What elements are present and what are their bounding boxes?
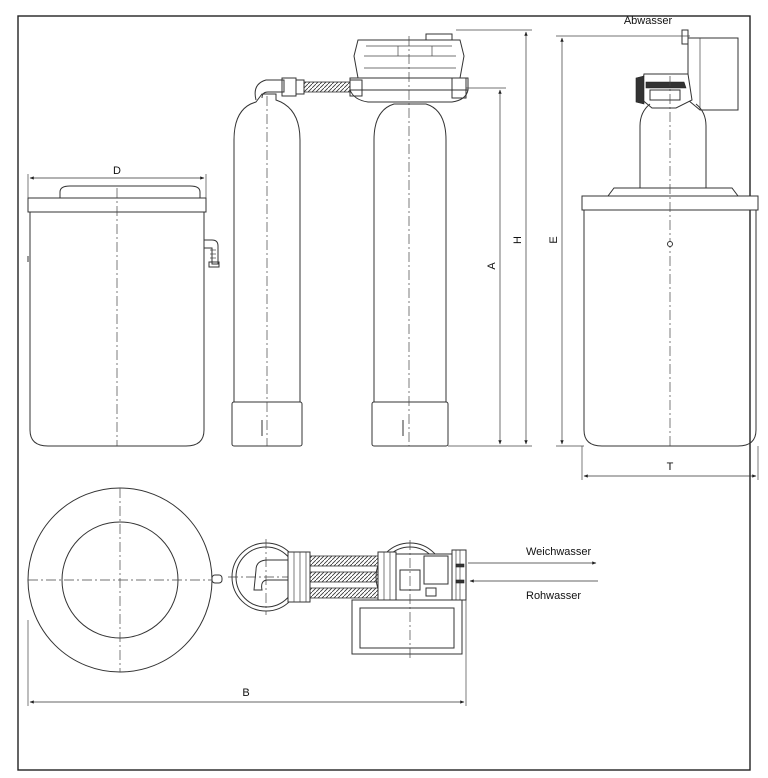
left-resin-vessel [231, 77, 305, 447]
connecting-hose [303, 81, 351, 93]
label-rohwasser: Rohwasser [526, 590, 581, 602]
height-dimensions: A H [448, 29, 532, 447]
plan-view-vessels [228, 539, 467, 660]
dimension-t-label: T [667, 461, 674, 473]
plan-view-brine-tank [27, 487, 223, 673]
flow-arrows [468, 561, 598, 583]
label-weichwasser: Weichwasser [526, 546, 592, 558]
label-abwasser: Abwasser [624, 15, 673, 27]
dimension-a-label: A [486, 262, 498, 270]
side-view: E T [548, 29, 759, 480]
drawing-frame [17, 15, 751, 771]
brine-tank-front-view: D [27, 165, 220, 447]
dimension-h-label: H [512, 236, 524, 244]
right-resin-vessel [349, 33, 469, 447]
width-dimension-b: B [27, 600, 467, 706]
dimension-e-label: E [548, 236, 560, 243]
dimension-d-label: D [113, 165, 121, 177]
dimension-b-label: B [242, 687, 249, 699]
